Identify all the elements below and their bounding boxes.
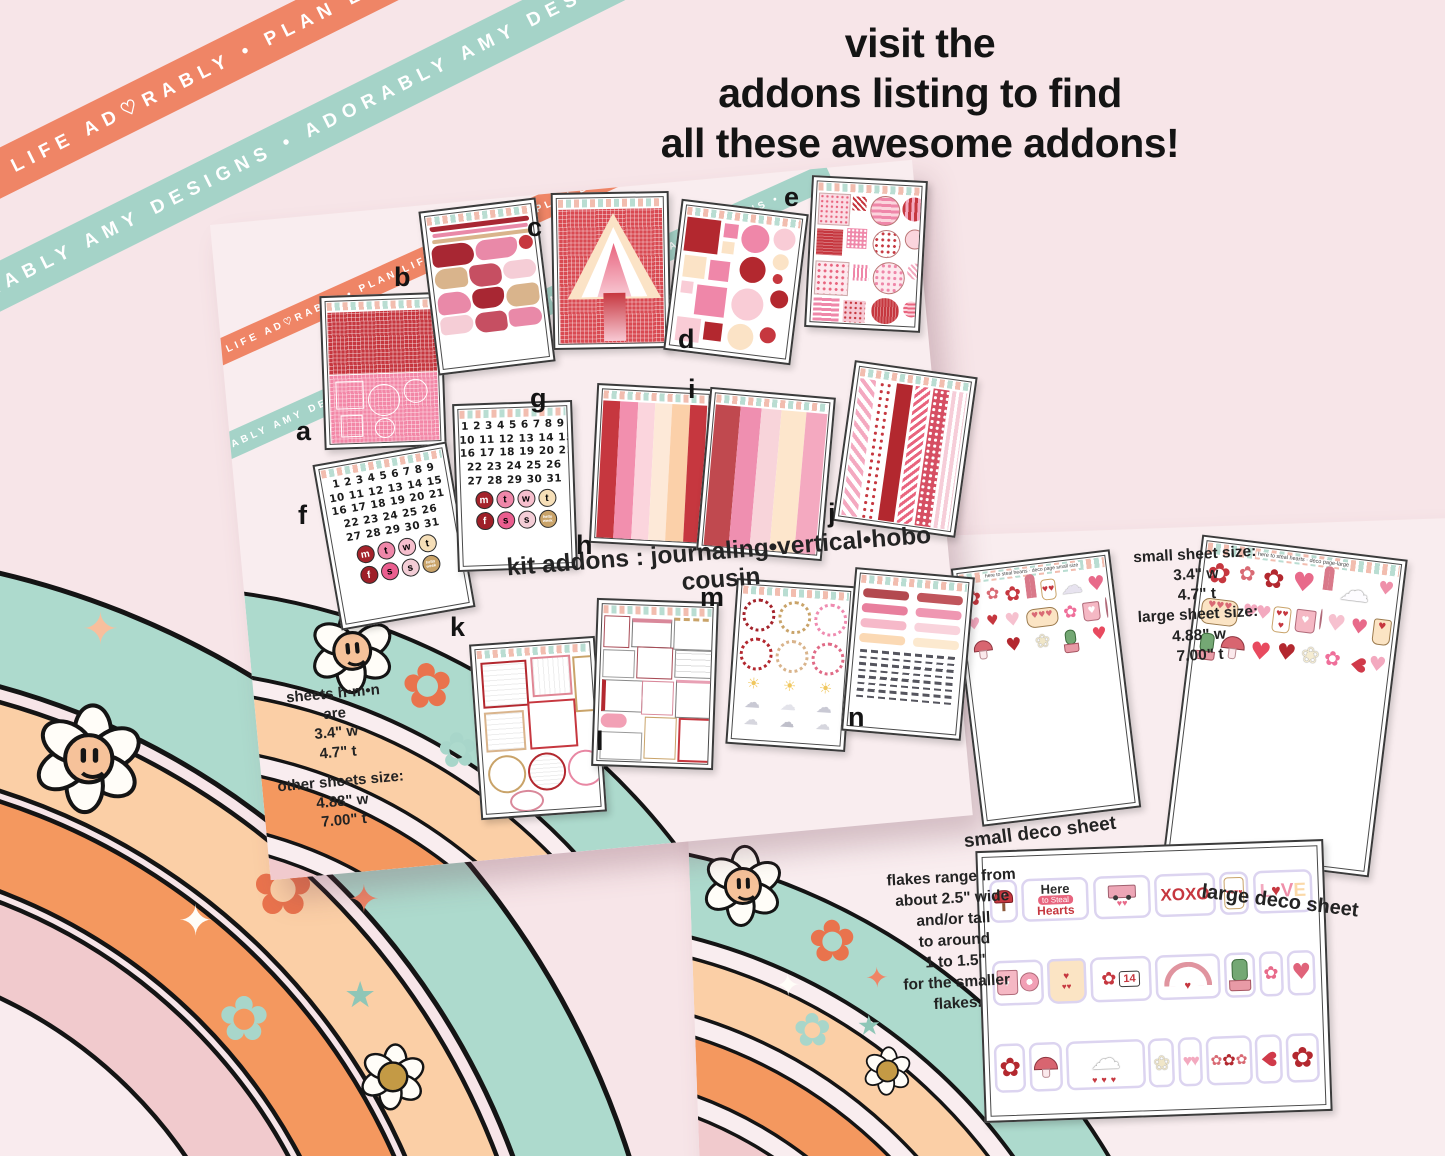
rose-cluster-sticker: ✿ — [984, 583, 1001, 604]
love-truck-flake: ♥♥ — [1095, 876, 1149, 917]
headline-line1: visit the — [844, 20, 996, 66]
candy-sticker: ♥ — [1003, 608, 1023, 632]
candy-sticker: ♥ — [1324, 610, 1348, 638]
daisy-sticker: ❀ — [1033, 630, 1052, 653]
cactus-sticker — [1063, 628, 1081, 654]
kit-sheet-a — [319, 291, 447, 451]
sparkle-icon: ✦ — [774, 968, 802, 1004]
sheet-label-b: b — [394, 262, 411, 292]
sheet-label-f: f — [298, 500, 307, 530]
donut-sticker — [1318, 608, 1324, 638]
sparkle-icon: ✦ — [82, 604, 119, 655]
speech-bubble-sticker: ♥♥♥ — [1025, 606, 1060, 629]
heart-box-flake: ♥ — [1288, 952, 1314, 994]
kit-sheet-m: ☀☀☀ ☁☁☁ ☁☁☁ — [725, 578, 857, 752]
heart-glasses-flake: ♥♥ — [1180, 1039, 1201, 1085]
kit-sheet-j — [832, 360, 978, 538]
bow-sticker: ♥ — [1344, 654, 1371, 676]
headline-line2: addons listing to find — [718, 70, 1122, 117]
star-icon: ★ — [344, 975, 377, 1016]
sheet-label-m: m — [700, 582, 725, 612]
flower-icon: ✿ — [806, 906, 858, 976]
heart-bag-flake: ♥♥♥ — [1048, 960, 1085, 1002]
sheet-label-n: n — [848, 702, 865, 732]
kit-sheet-c — [550, 190, 672, 351]
rose-flake: ✿ — [996, 1045, 1024, 1091]
mushroom-flake — [1031, 1044, 1061, 1090]
headline: visit the addons listing to find all the… — [610, 18, 1230, 168]
flower-sticker: ✿ — [1062, 601, 1079, 624]
sheet-label-e: e — [784, 182, 800, 212]
sparkle-icon: ✦ — [348, 877, 380, 921]
rainbow-sticker — [1023, 573, 1038, 604]
flower-sticker: ✿ — [1322, 645, 1343, 672]
sheet-label-j: j — [828, 498, 836, 528]
heart-bag-sticker: ♥ — [1370, 618, 1392, 647]
flower-flake: ✿ — [1260, 953, 1282, 995]
headline-line3: all these awesome addons! — [660, 120, 1180, 167]
sheet-label-c: c — [527, 212, 543, 242]
kit-sheet-h — [588, 383, 716, 549]
heart-bottle-sticker: ♥♥ — [1039, 578, 1058, 602]
bow-flake: ♥ — [1257, 1036, 1281, 1082]
sheet-label-a: a — [296, 416, 312, 446]
flower-icon: ✿ — [792, 1001, 833, 1058]
sheet-label-g: g — [530, 383, 547, 413]
cloud-hearts-flake: ☁ ♥♥♥ — [1067, 1042, 1144, 1089]
mushroom-sticker — [972, 639, 995, 664]
flower-icon: ✿ — [218, 982, 270, 1055]
cloud-sticker: ☁ — [1337, 571, 1372, 611]
sheet-label-d: d — [678, 324, 695, 354]
sparkle-icon: ✦ — [178, 896, 214, 945]
heart-sticker: ♥ — [1376, 577, 1396, 601]
bouquet-calendar-flake: ✿ 14 — [1091, 958, 1150, 1001]
daisy-flake: ❀ — [1150, 1040, 1173, 1086]
sheet-label-i: i — [688, 374, 696, 404]
sheet-label-h: h — [576, 530, 593, 560]
kit-sheet-k — [469, 635, 607, 821]
kit-sheet-e — [804, 175, 928, 333]
balloon-hearts-sticker: ♥ — [1348, 613, 1370, 640]
background-rainbow — [0, 470, 640, 1156]
sheet-label-l: l — [596, 726, 604, 756]
rose-sticker: ✿ — [1002, 580, 1023, 607]
flower-icon: ✿ — [435, 720, 481, 781]
heart-rainbow-flake: ♥ — [1156, 955, 1219, 998]
kit-sheet-l — [591, 597, 719, 771]
cherries-sticker: ♥ — [1004, 633, 1024, 657]
rose-flake: ✿ — [1288, 1035, 1318, 1081]
cloud-sticker: ☁ — [1059, 572, 1084, 601]
heart-sticker: ♥ — [985, 612, 1000, 630]
cactus-flake — [1225, 954, 1254, 996]
rose-garland-flake: ✿ ✿ ✿ — [1207, 1038, 1251, 1084]
rainbow-sticker — [1321, 565, 1336, 604]
sheet-label-k: k — [450, 612, 466, 642]
